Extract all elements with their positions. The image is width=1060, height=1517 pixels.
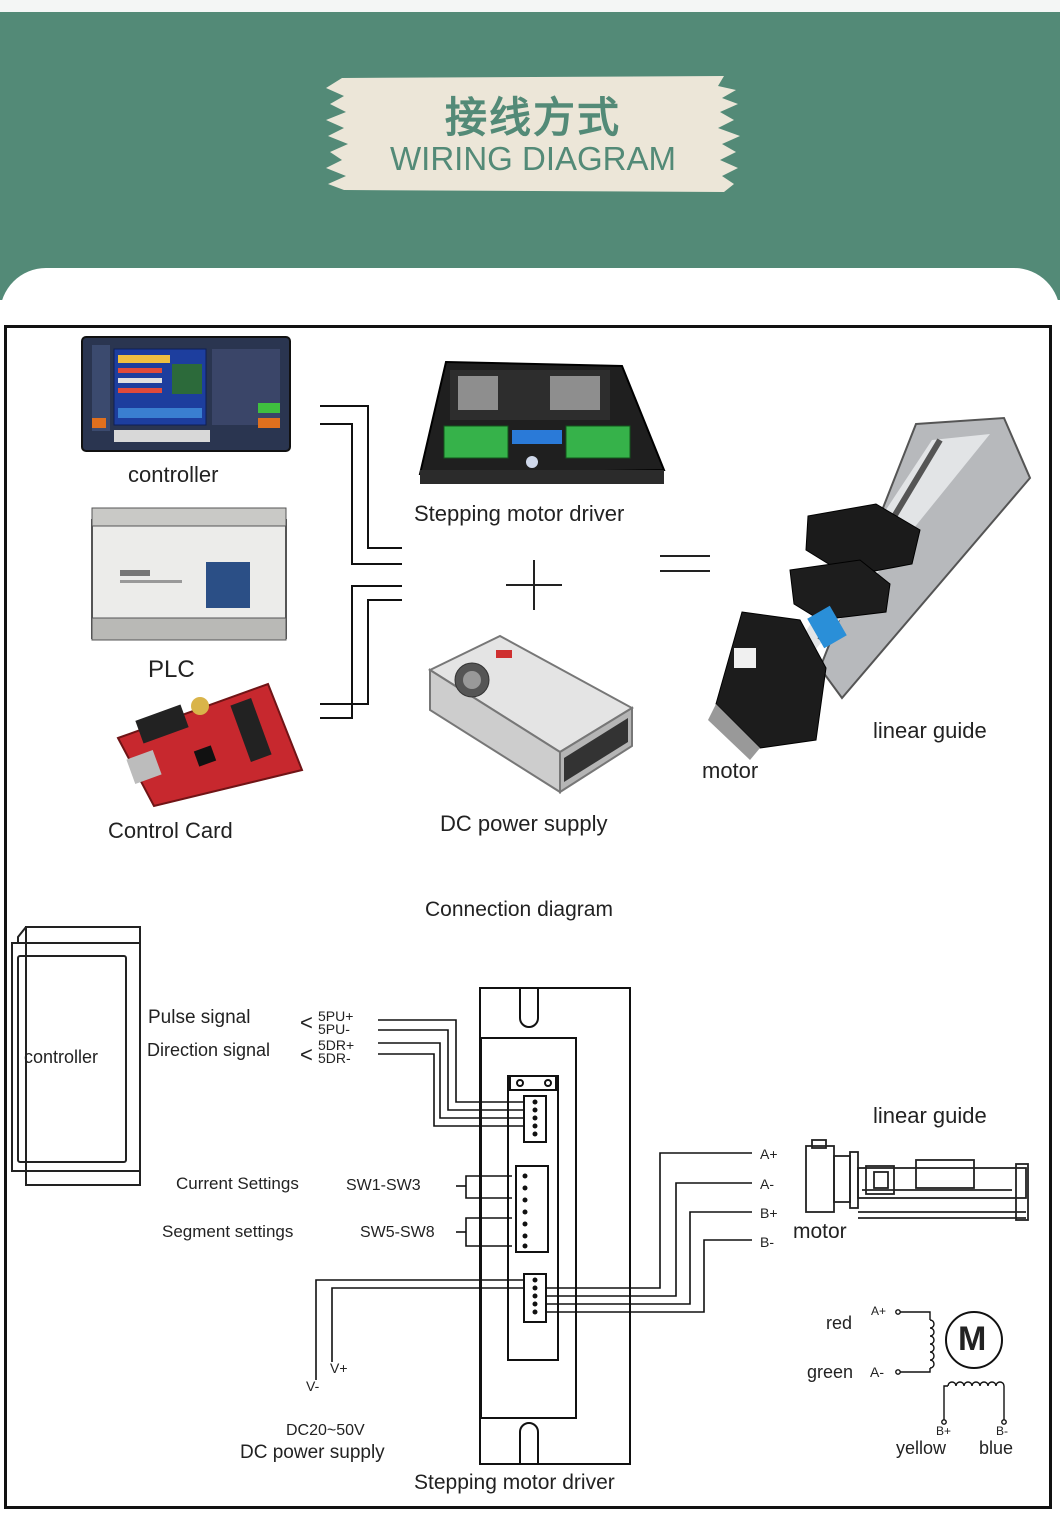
pulse-brace: < bbox=[300, 1010, 313, 1035]
banner-paper bbox=[326, 76, 740, 192]
schematic-linear-guide-label: linear guide bbox=[873, 1103, 987, 1128]
legend-blue: blue bbox=[979, 1438, 1014, 1458]
driver-device-illustration bbox=[418, 360, 666, 484]
pin-5dr-plus: 5DR+ bbox=[318, 1037, 355, 1053]
diagram-frame bbox=[4, 325, 1052, 1509]
motor-pin-b-plus: B+ bbox=[760, 1205, 778, 1221]
segment-switches-label: SW5-SW8 bbox=[360, 1224, 435, 1241]
v-plus-label: V+ bbox=[330, 1360, 348, 1376]
switch-brackets bbox=[456, 1175, 512, 1247]
label-plc: PLC bbox=[148, 656, 195, 683]
pin-5pu-plus: 5PU+ bbox=[318, 1008, 354, 1024]
plc-device-illustration bbox=[91, 507, 287, 641]
pin-5pu-minus: 5PU- bbox=[318, 1021, 350, 1037]
motor-pin-b-minus: B- bbox=[760, 1234, 774, 1250]
label-stepping-motor-driver: Stepping motor driver bbox=[414, 501, 625, 526]
header-top-strip bbox=[0, 0, 1060, 12]
legend-a-plus: A+ bbox=[871, 1304, 887, 1318]
schematic-motor-label: motor bbox=[793, 1220, 847, 1243]
power-wires bbox=[315, 1279, 524, 1380]
legend-yellow: yellow bbox=[896, 1438, 947, 1458]
pulse-signal-label: Pulse signal bbox=[148, 1007, 251, 1028]
control-card-illustration bbox=[116, 682, 304, 808]
current-switches-label: SW1-SW3 bbox=[346, 1177, 421, 1194]
pin-5dr-minus: 5DR- bbox=[318, 1050, 351, 1066]
title-chinese: 接线方式 bbox=[444, 93, 621, 142]
v-minus-label: V- bbox=[306, 1378, 320, 1394]
linear-guide-illustration bbox=[708, 416, 1032, 760]
legend-green: green bbox=[807, 1362, 854, 1382]
direction-brace: < bbox=[300, 1042, 313, 1067]
legend-red: red bbox=[826, 1313, 853, 1333]
plus-operator bbox=[506, 560, 562, 610]
label-motor: motor bbox=[702, 758, 759, 783]
legend-a-minus: A- bbox=[870, 1364, 884, 1380]
legend-b-plus: B+ bbox=[936, 1424, 952, 1438]
motor-wires bbox=[546, 1152, 752, 1313]
label-controller: controller bbox=[128, 462, 219, 487]
connection-diagram-title: Connection diagram bbox=[425, 898, 613, 921]
signal-wires bbox=[378, 1019, 524, 1127]
top-brackets bbox=[320, 405, 402, 719]
schematic-power-supply-label: DC power supply bbox=[240, 1442, 385, 1463]
terminal-dots bbox=[522, 1099, 538, 1315]
schematic-driver-label: Stepping motor driver bbox=[414, 1471, 615, 1494]
linear-guide-schematic bbox=[805, 1139, 1029, 1221]
label-control-card: Control Card bbox=[108, 818, 233, 843]
motor-pin-a-minus: A- bbox=[760, 1176, 774, 1192]
voltage-label: DC20~50V bbox=[286, 1422, 365, 1439]
motor-m-symbol: M bbox=[958, 1320, 987, 1358]
legend-b-minus: B- bbox=[996, 1424, 1008, 1438]
motor-pin-a-plus: A+ bbox=[760, 1146, 778, 1162]
direction-signal-label: Direction signal bbox=[147, 1040, 271, 1060]
current-settings-label: Current Settings bbox=[176, 1174, 299, 1193]
controller-box bbox=[11, 926, 141, 1186]
segment-settings-label: Segment settings bbox=[162, 1222, 294, 1241]
driver-schematic bbox=[479, 987, 631, 1465]
label-linear-guide: linear guide bbox=[873, 718, 987, 743]
controller-box-label: controller bbox=[24, 1047, 99, 1067]
power-supply-illustration bbox=[427, 634, 634, 794]
motor-symbol-legend bbox=[895, 1309, 1007, 1425]
title-english: WIRING DIAGRAM bbox=[390, 140, 676, 177]
label-dc-power-supply: DC power supply bbox=[440, 811, 608, 836]
controller-device-illustration bbox=[81, 336, 291, 452]
equals-operator bbox=[660, 555, 710, 572]
title-banner: 接线方式 WIRING DIAGRAM bbox=[324, 74, 742, 194]
